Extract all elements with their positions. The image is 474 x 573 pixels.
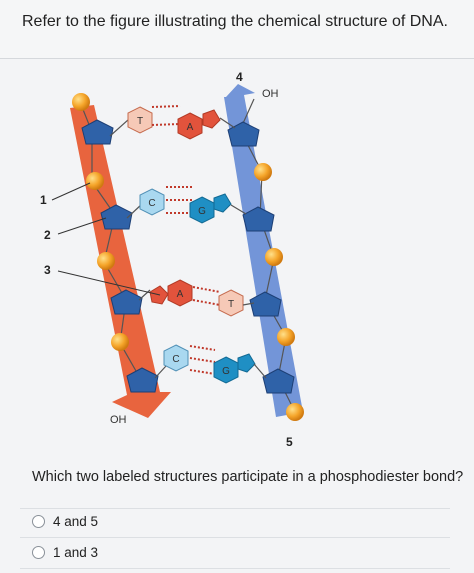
structure-label-4: 4: [236, 70, 243, 84]
question-header: Refer to the figure illustrating the che…: [0, 0, 474, 59]
answer-option-1[interactable]: 4 and 5: [32, 514, 98, 529]
phosphate-circle: [254, 163, 272, 181]
sugar-pentagon: [100, 204, 133, 230]
phosphate-circle: [111, 333, 129, 351]
thymine-base: [127, 106, 153, 134]
phosphate-circle: [286, 403, 304, 421]
structure-label-2: 2: [44, 228, 51, 242]
hydroxyl-label-top: OH: [262, 88, 279, 100]
phosphate-circle: [86, 172, 104, 190]
phosphate-circle: [97, 252, 115, 270]
hydroxyl-label-bottom: OH: [110, 414, 127, 426]
phosphate-circle: [265, 248, 283, 266]
base-letter-t: T: [137, 116, 143, 127]
phosphate-circle: [277, 328, 295, 346]
sugar-pentagon: [262, 368, 295, 394]
answer-option-2[interactable]: 1 and 3: [32, 545, 98, 560]
base-letter-a: A: [187, 122, 194, 133]
divider: [20, 537, 450, 538]
base-letter-c: C: [172, 354, 179, 365]
adenine-base: [167, 279, 193, 307]
question-prompt: Refer to the figure illustrating the che…: [22, 13, 448, 30]
structure-label-5: 5: [286, 435, 293, 449]
sugar-pentagon: [126, 367, 159, 393]
answer-option-label: 4 and 5: [53, 514, 99, 529]
sugar-pentagon: [227, 121, 260, 147]
answer-option-label: 1 and 3: [53, 545, 99, 560]
radio-button[interactable]: [32, 515, 45, 528]
cytosine-base: [139, 188, 165, 216]
base-letter-c: C: [148, 198, 155, 209]
thymine-base: [218, 289, 244, 317]
left-strand-arrow: [70, 105, 171, 418]
sugar-pentagon: [81, 119, 114, 145]
base-letter-a: A: [177, 289, 184, 300]
structure-label-1: 1: [40, 193, 47, 207]
phosphate-circle: [72, 93, 90, 111]
cytosine-base: [163, 344, 189, 372]
question-text: Which two labeled structures participate…: [32, 469, 464, 485]
structure-label-3: 3: [44, 263, 51, 277]
label-line-1: [51, 182, 91, 201]
divider: [20, 568, 450, 569]
label-line-3: [57, 270, 161, 296]
base-letter-t: T: [228, 299, 234, 310]
base-letter-g: G: [198, 206, 206, 217]
sugar-pentagon: [110, 289, 143, 315]
sugar-pentagon: [249, 291, 282, 317]
adenine-base: [177, 112, 203, 140]
label-line-2: [57, 217, 107, 235]
radio-button[interactable]: [32, 546, 45, 559]
divider: [20, 508, 450, 509]
dna-structure-figure: T A C G A T C G 1 2 3 4 5 OH OH: [40, 70, 304, 449]
base-letter-g: G: [222, 366, 230, 377]
